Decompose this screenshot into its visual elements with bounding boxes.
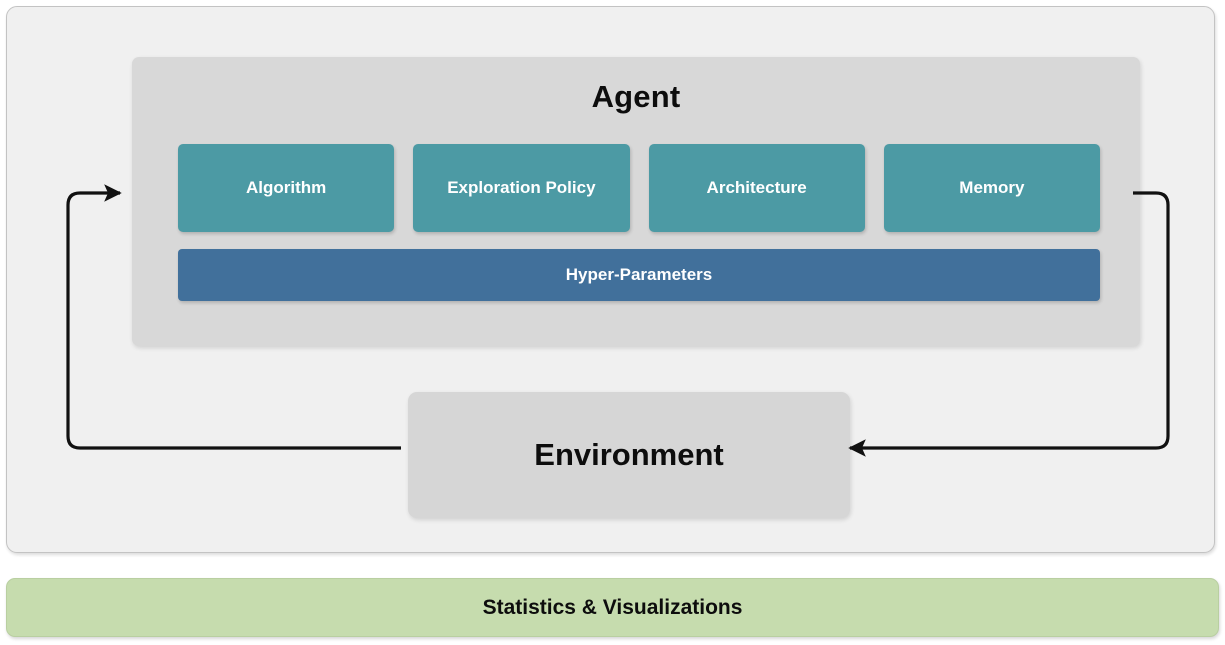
agent-container: Agent Algorithm Exploration Policy Archi…: [132, 57, 1140, 346]
agent-components-row: Algorithm Exploration Policy Architectur…: [178, 144, 1100, 232]
agent-title: Agent: [591, 79, 681, 114]
main-frame: Agent Algorithm Exploration Policy Archi…: [6, 6, 1215, 553]
agent-hyper-parameters-bar[interactable]: Hyper-Parameters: [178, 249, 1100, 301]
agent-component-algorithm[interactable]: Algorithm: [178, 144, 395, 232]
environment-box[interactable]: Environment: [408, 392, 850, 518]
agent-component-exploration-policy[interactable]: Exploration Policy: [413, 144, 630, 232]
agent-component-architecture[interactable]: Architecture: [648, 144, 865, 232]
statistics-visualizations-bar[interactable]: Statistics & Visualizations: [6, 578, 1219, 637]
agent-component-memory[interactable]: Memory: [883, 144, 1100, 232]
